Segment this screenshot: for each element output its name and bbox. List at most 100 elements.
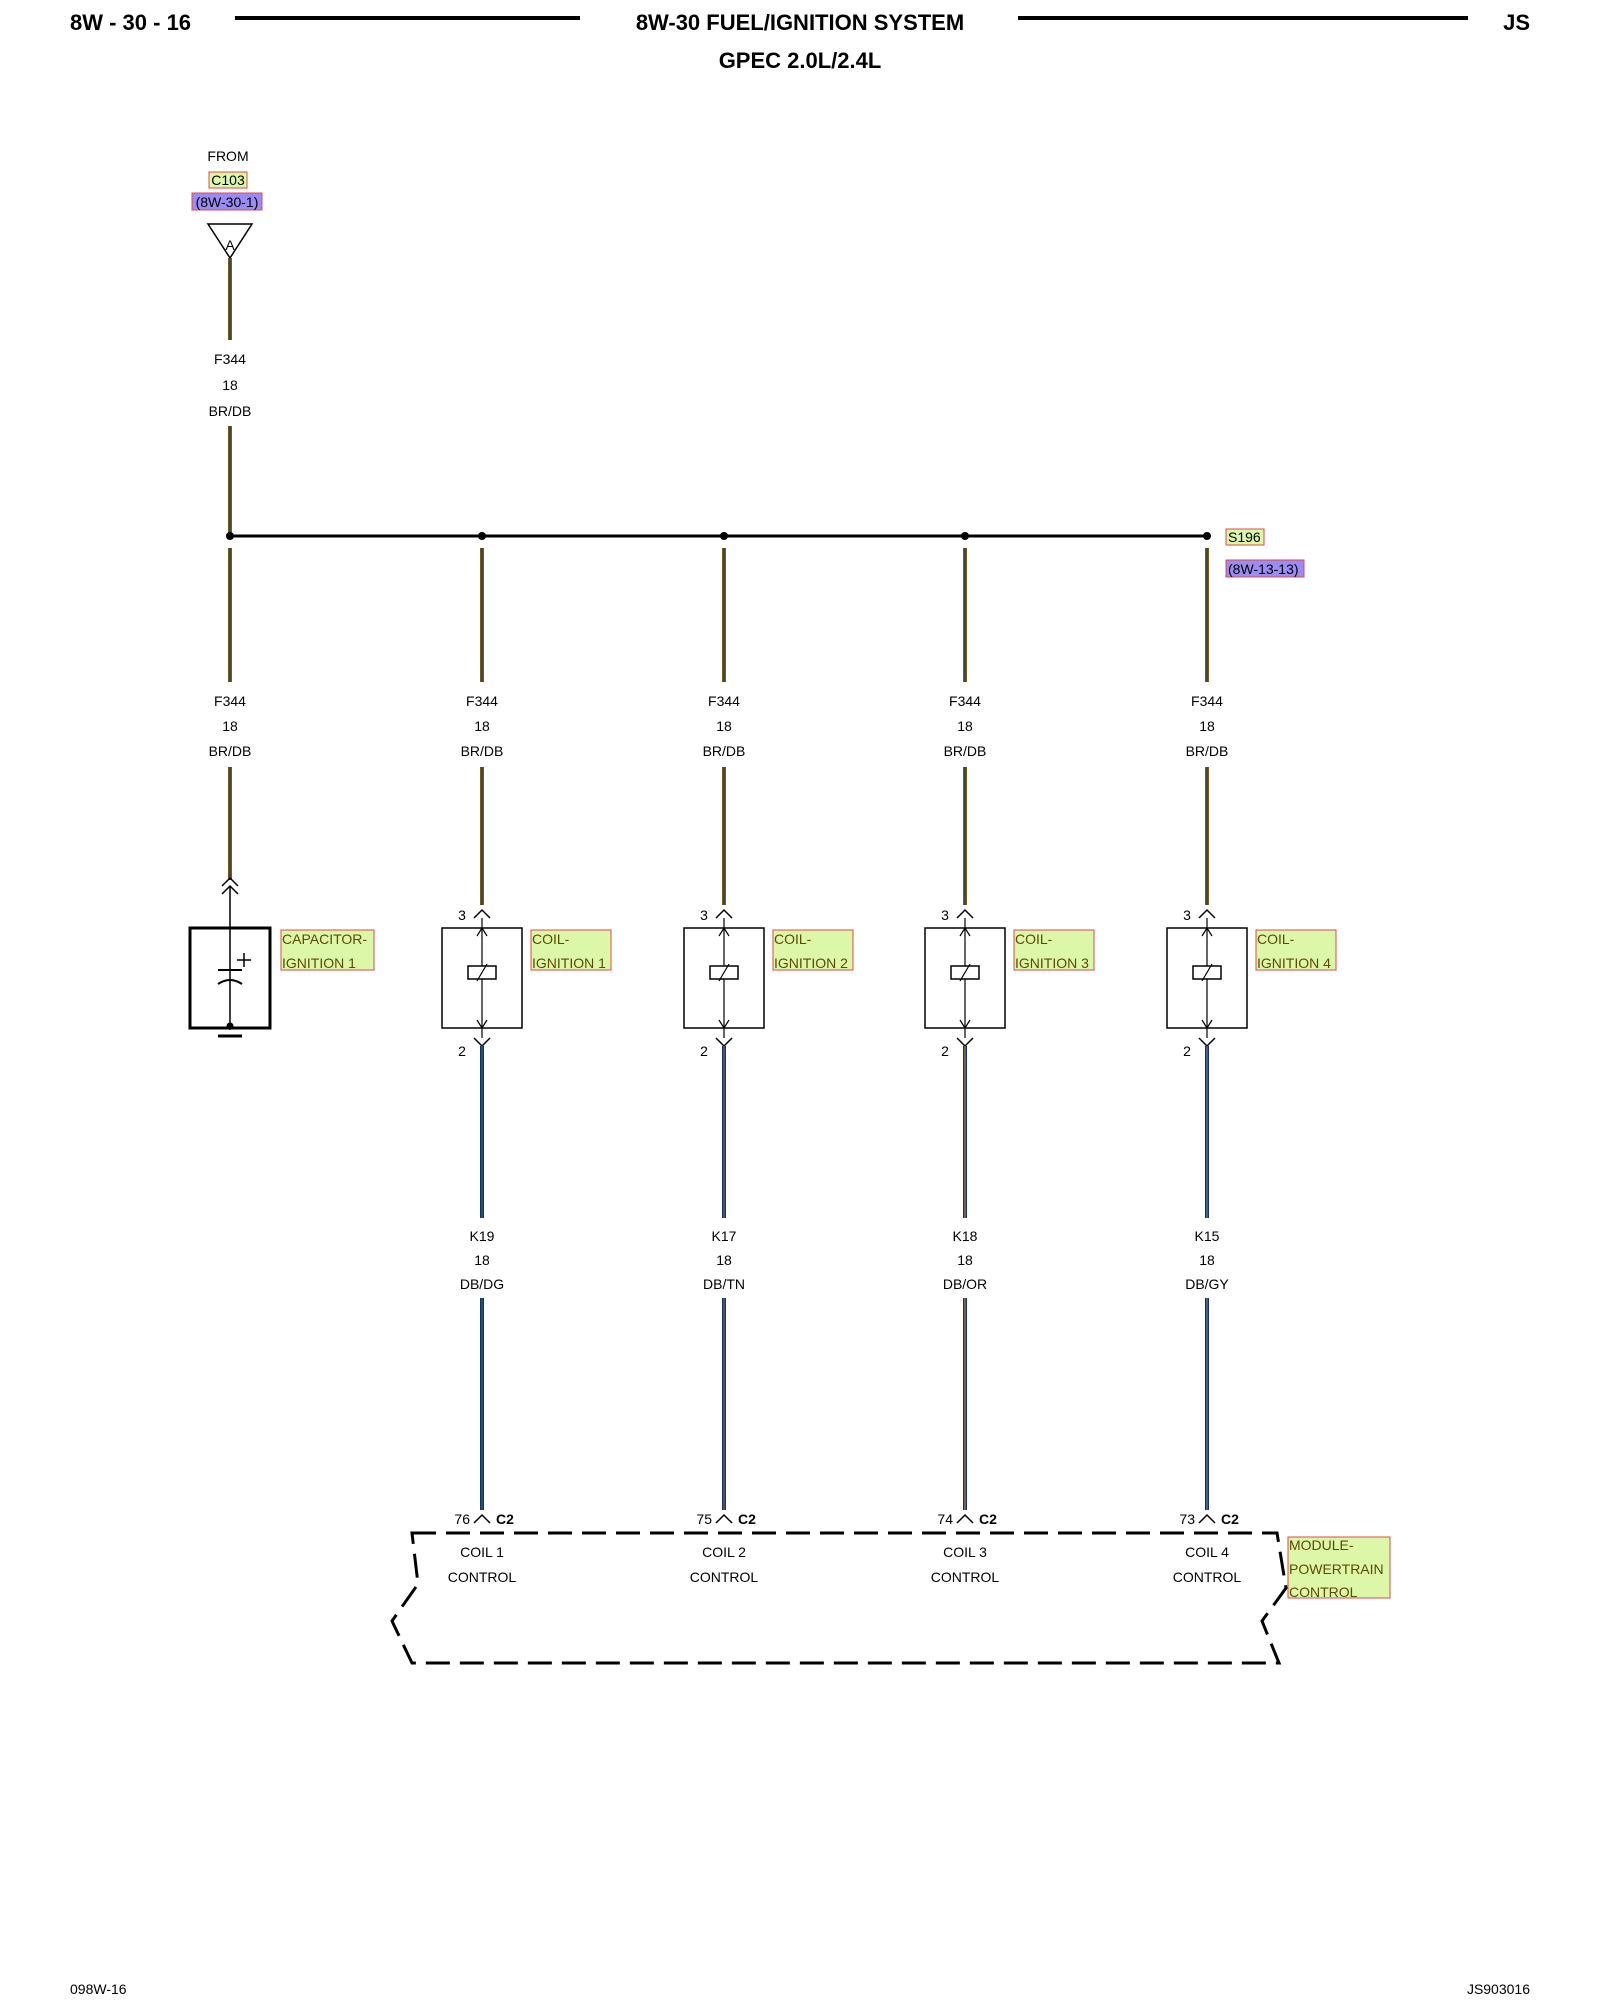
capacitor-label-line1: CAPACITOR- xyxy=(282,931,367,947)
svg-text:18: 18 xyxy=(1199,1252,1215,1268)
svg-text:18: 18 xyxy=(716,1252,732,1268)
powertrain-control-module-outline[interactable] xyxy=(390,1531,1288,1665)
coil-1-pin-out: 2 xyxy=(458,1043,466,1059)
output-wire-4-labels: K15 18 DB/GY xyxy=(1185,1228,1229,1292)
svg-text:F344: F344 xyxy=(214,693,246,709)
svg-text:18: 18 xyxy=(957,718,973,734)
svg-text:BR/DB: BR/DB xyxy=(703,743,746,759)
output-wire-2-labels: K17 18 DB/TN xyxy=(703,1228,745,1292)
svg-text:K17: K17 xyxy=(712,1228,737,1244)
svg-text:K19: K19 xyxy=(470,1228,495,1244)
coil-2-pin-in: 3 xyxy=(700,907,708,923)
c103-label[interactable]: C103 xyxy=(211,172,245,188)
coil-4-label-line2: IGNITION 4 xyxy=(1257,955,1331,971)
coil-1-func-line2: CONTROL xyxy=(448,1569,517,1585)
coil-3-label-line1: COIL- xyxy=(1015,931,1053,947)
svg-text:18: 18 xyxy=(474,1252,490,1268)
from-label: FROM xyxy=(207,148,248,164)
coil-3-pin-out: 2 xyxy=(941,1043,949,1059)
svg-text:K18: K18 xyxy=(953,1228,978,1244)
wire-circuit-label: F344 xyxy=(214,351,246,367)
pcm-conn-c2-3: C2 xyxy=(979,1511,997,1527)
coil-3-func-line2: CONTROL xyxy=(931,1569,1000,1585)
pcm-pin-74: 74 xyxy=(937,1511,953,1527)
s196-ref-highlight xyxy=(1225,559,1305,578)
svg-text:BR/DB: BR/DB xyxy=(944,743,987,759)
coil-2-label-line1: COIL- xyxy=(774,931,812,947)
branch-0-labels: F344 18 BR/DB xyxy=(209,693,252,759)
coil-1-label-line2: IGNITION 1 xyxy=(532,955,606,971)
branch-wires xyxy=(228,548,1209,905)
svg-text:F344: F344 xyxy=(1191,693,1223,709)
coil-ignition-1[interactable] xyxy=(441,908,523,1048)
s196-page-ref[interactable]: (8W-13-13) xyxy=(1228,561,1299,577)
branch-4-labels: F344 18 BR/DB xyxy=(1186,693,1229,759)
svg-text:18: 18 xyxy=(957,1252,973,1268)
capacitor-ignition-1[interactable] xyxy=(188,876,272,1038)
svg-text:DB/OR: DB/OR xyxy=(943,1276,987,1292)
pcm-pin-76: 76 xyxy=(454,1511,470,1527)
coil-4-func-line2: CONTROL xyxy=(1173,1569,1242,1585)
svg-text:18: 18 xyxy=(1199,718,1215,734)
pcm-conn-c2-1: C2 xyxy=(496,1511,514,1527)
footer-left-code: 098W-16 xyxy=(70,1981,127,1997)
model-code: JS xyxy=(1503,10,1530,35)
pcm-label-line1: MODULE- xyxy=(1289,1537,1354,1553)
coil-3-func-line1: COIL 3 xyxy=(943,1544,987,1560)
coil-ignition-3[interactable] xyxy=(924,908,1006,1048)
svg-text:DB/GY: DB/GY xyxy=(1185,1276,1229,1292)
pin-a-label: A xyxy=(225,237,235,253)
svg-text:F344: F344 xyxy=(466,693,498,709)
output-wire-1-labels: K19 18 DB/DG xyxy=(460,1228,504,1292)
splice-dots xyxy=(226,532,1211,540)
c103-highlight xyxy=(208,171,248,189)
svg-text:DB/DG: DB/DG xyxy=(460,1276,504,1292)
output-wires xyxy=(480,1046,1209,1510)
coil-4-label-highlight xyxy=(1255,929,1337,971)
coil-1-label-highlight xyxy=(530,929,612,971)
pcm-conn-c2-2: C2 xyxy=(738,1511,756,1527)
svg-text:BR/DB: BR/DB xyxy=(461,743,504,759)
coil-ignition-2[interactable] xyxy=(683,908,765,1048)
coil-4-pin-in: 3 xyxy=(1183,907,1191,923)
coil-1-pin-in: 3 xyxy=(458,907,466,923)
pcm-label-line3: CONTROL xyxy=(1289,1584,1358,1600)
coil-2-label-line2: IGNITION 2 xyxy=(774,955,848,971)
coil-1-label-line1: COIL- xyxy=(532,931,570,947)
page-title: 8W-30 FUEL/IGNITION SYSTEM xyxy=(636,10,964,35)
s196-label[interactable]: S196 xyxy=(1228,529,1261,545)
svg-text:K15: K15 xyxy=(1195,1228,1220,1244)
pcm-pin-75: 75 xyxy=(696,1511,712,1527)
branch-3-labels: F344 18 BR/DB xyxy=(944,693,987,759)
coil-3-pin-in: 3 xyxy=(941,907,949,923)
svg-text:18: 18 xyxy=(474,718,490,734)
svg-text:18: 18 xyxy=(716,718,732,734)
c103-page-ref[interactable]: (8W-30-1) xyxy=(196,194,259,210)
pcm-conn-c2-4: C2 xyxy=(1221,1511,1239,1527)
svg-text:BR/DB: BR/DB xyxy=(1186,743,1229,759)
coil-3-label-highlight xyxy=(1013,929,1095,971)
capacitor-label-highlight xyxy=(280,929,375,971)
coil-4-func-line1: COIL 4 xyxy=(1185,1544,1229,1560)
pcm-label-line2: POWERTRAIN xyxy=(1289,1561,1384,1577)
connector-pin-a-triangle xyxy=(206,223,254,260)
coil-4-pin-out: 2 xyxy=(1183,1043,1191,1059)
branch-2-labels: F344 18 BR/DB xyxy=(703,693,746,759)
coil-2-label-highlight xyxy=(772,929,854,971)
output-wire-3-labels: K18 18 DB/OR xyxy=(943,1228,987,1292)
capacitor-label-line2: IGNITION 1 xyxy=(282,955,356,971)
coil-1-func-line1: COIL 1 xyxy=(460,1544,504,1560)
svg-text:18: 18 xyxy=(222,718,238,734)
coil-3-label-line2: IGNITION 3 xyxy=(1015,955,1089,971)
c103-ref-highlight xyxy=(191,192,263,211)
coil-4-label-line1: COIL- xyxy=(1257,931,1295,947)
coil-2-func-line2: CONTROL xyxy=(690,1569,759,1585)
footer-right-code: JS903016 xyxy=(1467,1981,1530,1997)
coil-ignition-4[interactable] xyxy=(1166,908,1248,1048)
wire-gauge-label: 18 xyxy=(222,377,238,393)
pcm-label-highlight xyxy=(1287,1536,1391,1599)
branch-1-labels: F344 18 BR/DB xyxy=(461,693,504,759)
pcm-pin-connectors xyxy=(473,1513,1216,1524)
page-subtitle: GPEC 2.0L/2.4L xyxy=(719,48,882,73)
